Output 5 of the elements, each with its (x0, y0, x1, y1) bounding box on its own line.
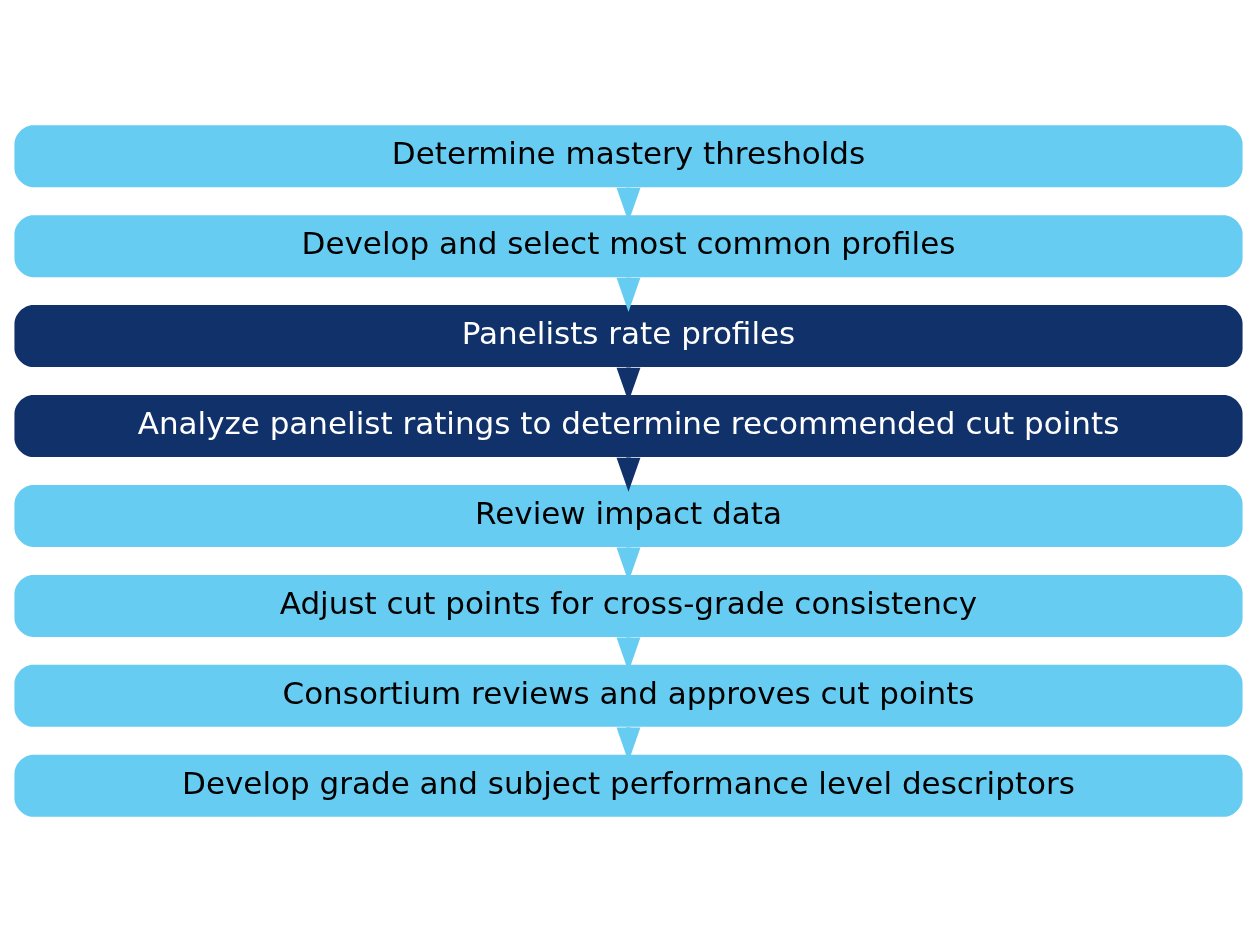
node-box: Develop grade and subject performance level descriptors (14, 754, 1243, 817)
node-box: Panelists rate profiles (14, 304, 1243, 367)
node-box: Analyze panelist ratings to determine recommended cut points (14, 394, 1243, 457)
node-box: Develop and select most common profiles (14, 214, 1243, 277)
node-box: Determine mastery thresholds (14, 124, 1243, 187)
